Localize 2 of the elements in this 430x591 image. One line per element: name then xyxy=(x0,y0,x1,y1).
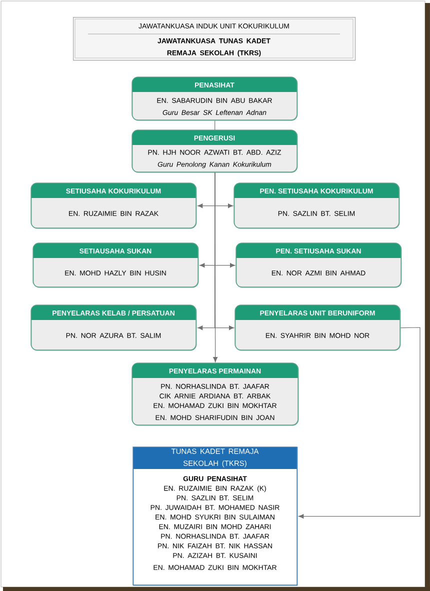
arrow xyxy=(298,327,420,519)
arrow xyxy=(213,172,218,362)
